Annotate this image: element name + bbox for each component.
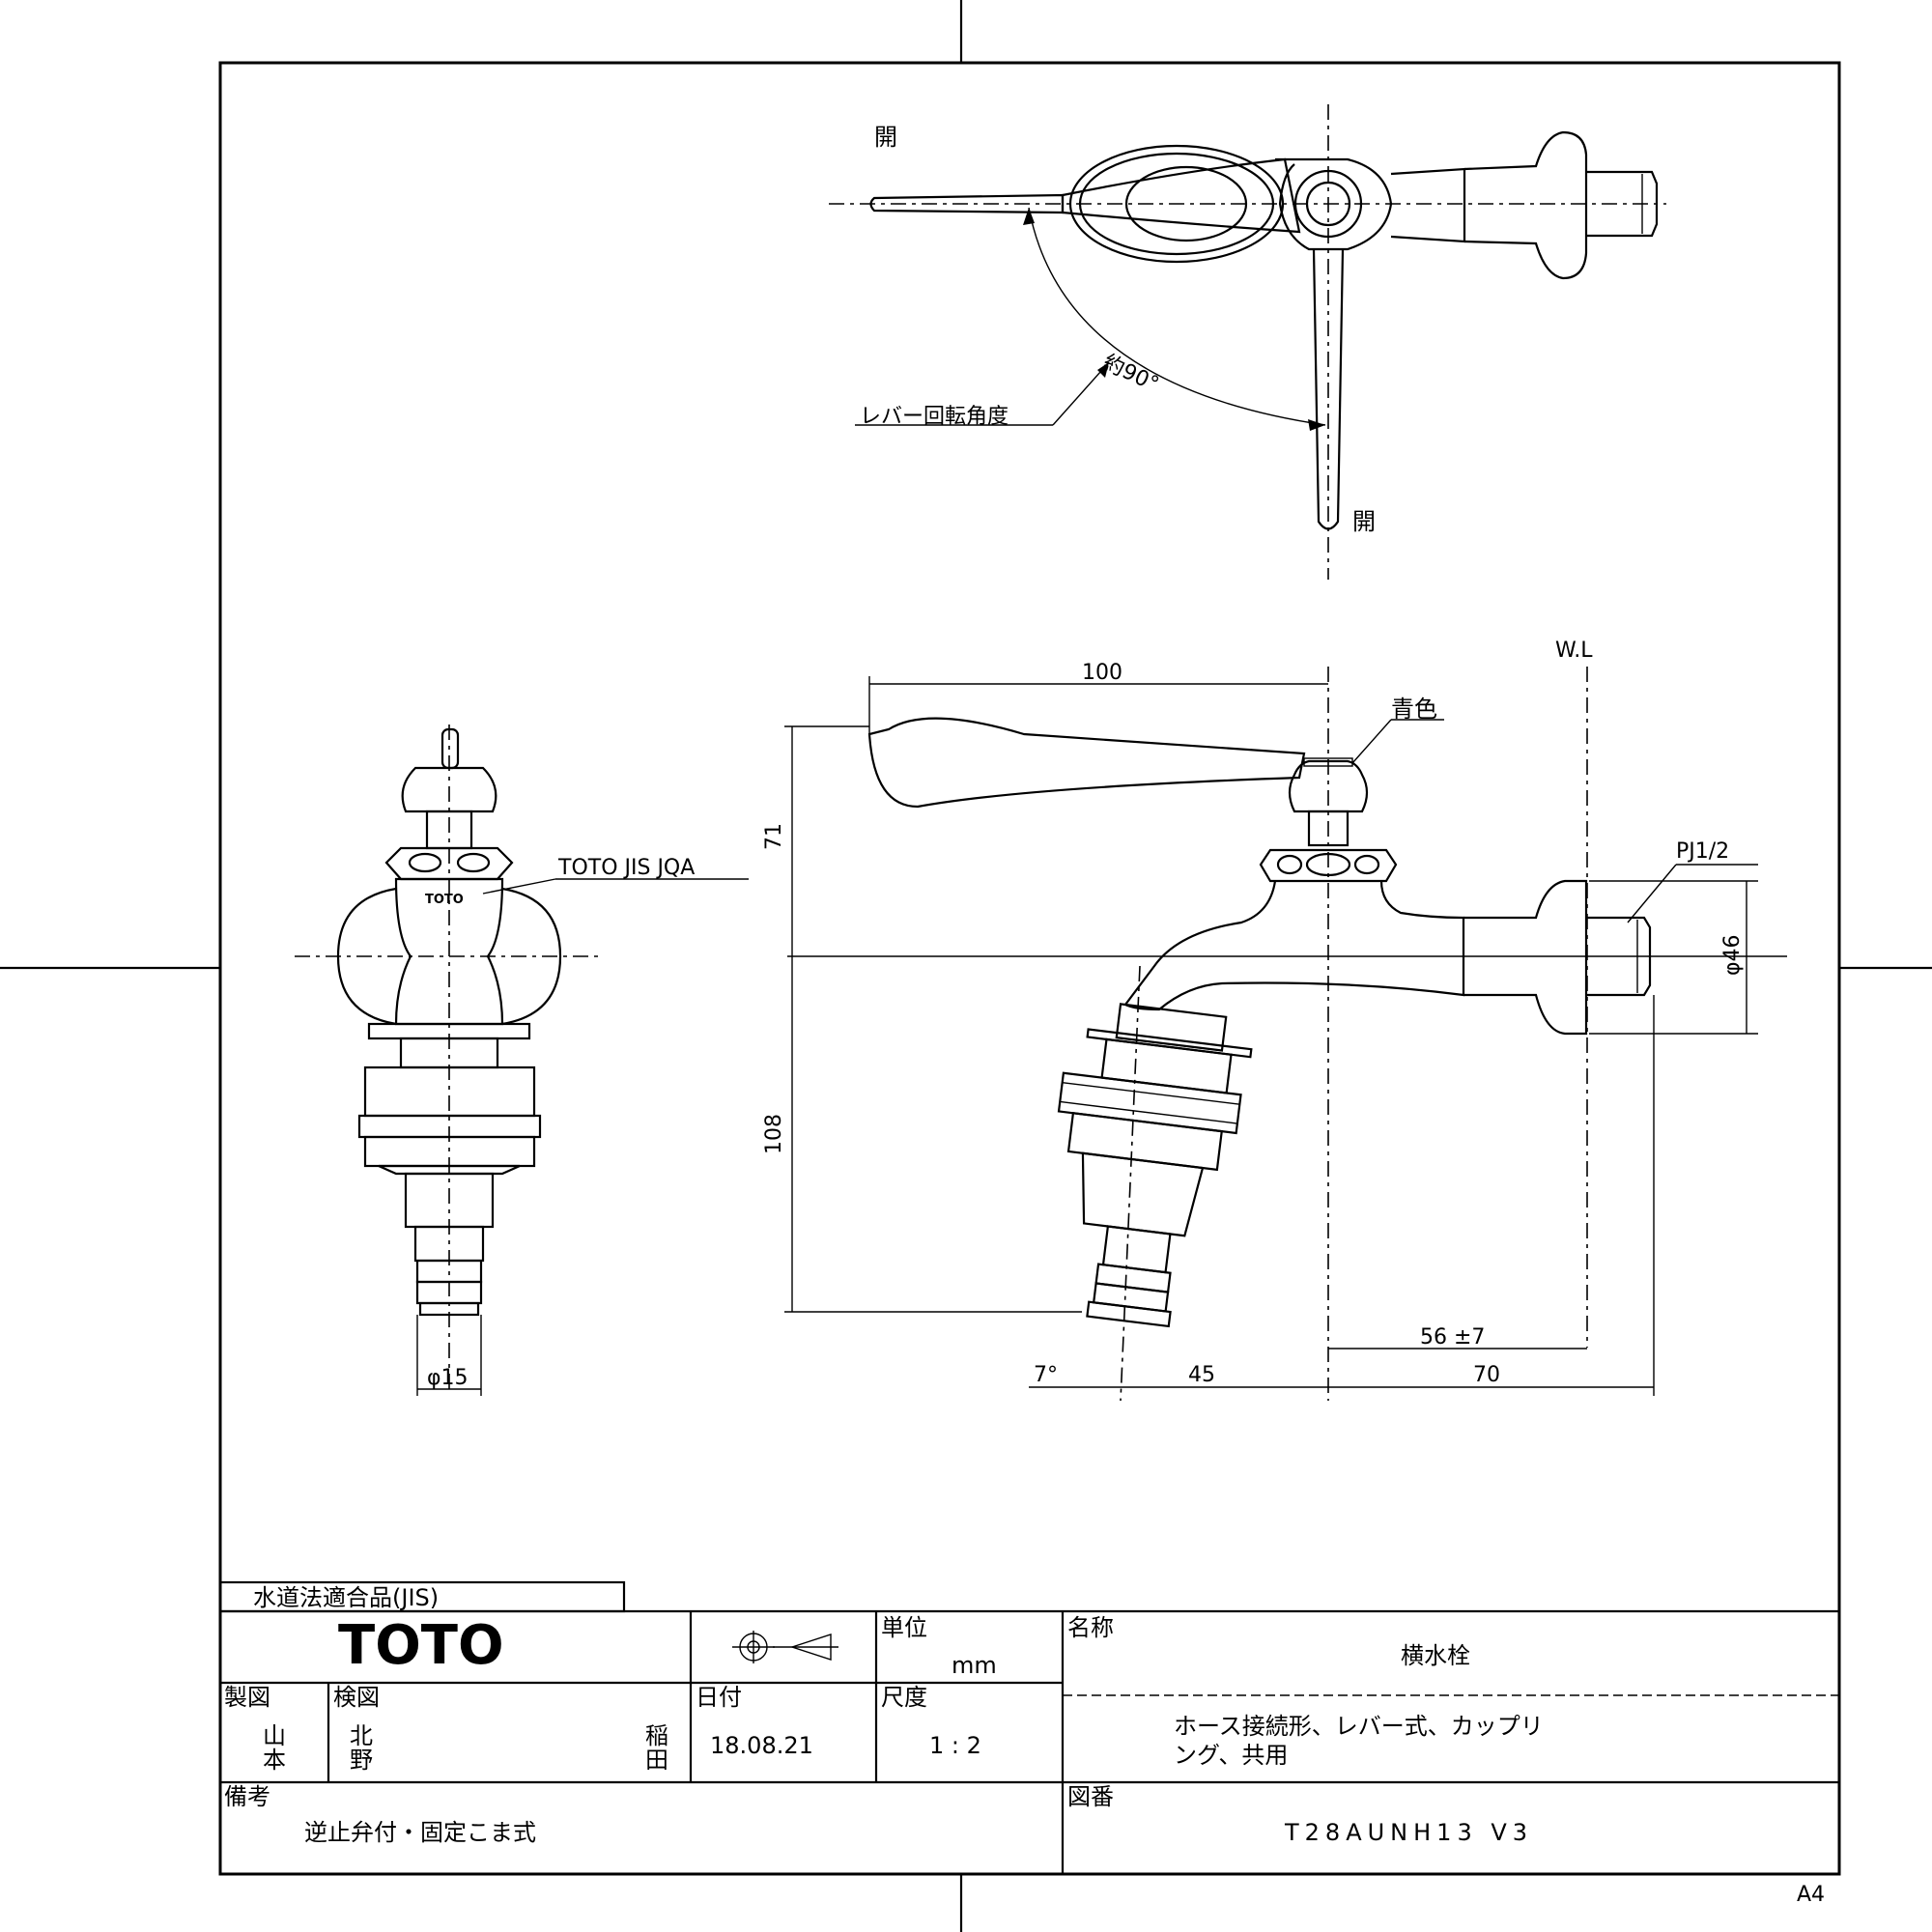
dim-7deg: 7° [1034, 1363, 1058, 1387]
unit-value: mm [952, 1652, 997, 1679]
date-header: 日付 [696, 1684, 742, 1711]
drawing-no-value: T28AUNH13 V3 [1284, 1819, 1533, 1846]
angle-label: 約90° [1098, 351, 1162, 397]
name-header: 名称 [1067, 1614, 1114, 1641]
drawing-frame [218, 61, 1841, 1876]
paper-size: A4 [1797, 1883, 1825, 1907]
open-label-left: 開 [874, 124, 897, 151]
pj-label: PJ1/2 [1676, 839, 1729, 864]
third-angle-projection-icon [732, 1631, 838, 1663]
blue-label: 青色 [1391, 696, 1437, 723]
title-block: 水道法適合品(JIS) TOTO 単位 mm 名称 横水栓 ホース接続形、レバー… [218, 1580, 1839, 1874]
scale-value: 1 : 2 [929, 1732, 981, 1759]
dim-71: 71 [762, 823, 786, 850]
toto-logo: TOTO [338, 1614, 504, 1677]
desc-line2: ング、共用 [1174, 1742, 1288, 1769]
compliance-label: 水道法適合品(JIS) [253, 1584, 439, 1611]
side-view: W.L [762, 639, 1787, 1402]
date-value: 18.08.21 [710, 1732, 813, 1759]
checked-char1: 北 [350, 1722, 373, 1749]
drawn-char1: 山 [263, 1722, 286, 1749]
top-view: 開 開 約90° レバー回転角度 [829, 104, 1666, 580]
logo-small: TOTO [425, 893, 464, 907]
checked-header: 検図 [333, 1684, 380, 1711]
dim-phi15: φ15 [427, 1366, 469, 1390]
name-value: 横水栓 [1401, 1642, 1470, 1669]
drawn-header: 製図 [224, 1684, 270, 1711]
marking-label: TOTO JIS JQA [557, 856, 695, 880]
dim-56: 56 ±7 [1420, 1325, 1485, 1350]
scale-header: 尺度 [881, 1684, 927, 1711]
front-view: φ15 TOTO TOTO JIS JQA [295, 724, 749, 1396]
notes-value: 逆止弁付・固定こま式 [304, 1819, 536, 1846]
dim-100: 100 [1082, 661, 1122, 685]
dim-phi46: φ46 [1720, 934, 1745, 976]
wl-label: W.L [1555, 639, 1593, 663]
checked-char2: 野 [350, 1747, 373, 1774]
open-label-bottom: 開 [1352, 508, 1376, 535]
dim-108: 108 [762, 1114, 786, 1154]
drawn-char2: 本 [263, 1747, 286, 1774]
desc-line1: ホース接続形、レバー式、カップリ [1174, 1713, 1544, 1740]
drawing-no-header: 図番 [1067, 1783, 1114, 1810]
notes-header: 備考 [224, 1783, 270, 1810]
dim-70: 70 [1473, 1363, 1500, 1387]
checked-char4: 田 [645, 1747, 668, 1774]
dim-45: 45 [1188, 1363, 1215, 1387]
checked-char3: 稲 [645, 1722, 668, 1749]
rotation-label: レバー回転角度 [860, 405, 1009, 429]
unit-header: 単位 [881, 1614, 927, 1641]
